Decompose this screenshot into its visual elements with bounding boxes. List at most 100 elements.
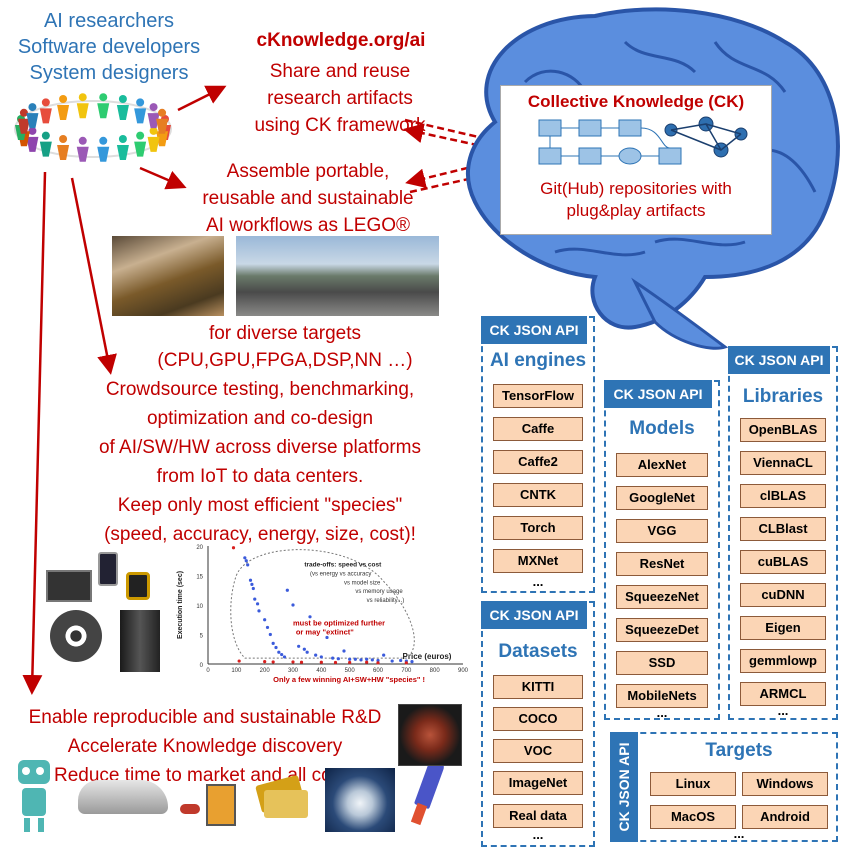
engine-item[interactable]: Caffe2 bbox=[493, 450, 583, 474]
satellite-weather-image bbox=[325, 768, 395, 832]
data-point bbox=[382, 653, 386, 657]
api-header-vertical-label: CK JSON API bbox=[616, 742, 632, 832]
targets-text: for diverse targets (CPU,GPU,FPGA,DSP,NN… bbox=[150, 320, 420, 374]
person-figure-body bbox=[17, 118, 30, 134]
panel-libraries: CK JSON API Libraries OpenBLAS ViennaCL … bbox=[728, 346, 838, 720]
data-point bbox=[376, 661, 380, 665]
model-item[interactable]: GoogleNet bbox=[616, 486, 708, 510]
share-line: research artifacts bbox=[267, 88, 413, 109]
person-figure-body bbox=[147, 136, 160, 152]
data-point bbox=[319, 660, 323, 664]
engine-item[interactable]: CNTK bbox=[493, 483, 583, 507]
library-item[interactable]: ViennaCL bbox=[740, 451, 826, 475]
api-header: CK JSON API bbox=[481, 316, 587, 344]
data-point bbox=[342, 649, 346, 653]
api-header: CK JSON API bbox=[604, 380, 712, 408]
credit-cards-image bbox=[252, 774, 310, 818]
person-figure-head bbox=[78, 136, 87, 145]
target-item[interactable]: Android bbox=[742, 805, 828, 829]
engine-item[interactable]: Torch bbox=[493, 516, 583, 540]
data-point bbox=[302, 647, 306, 651]
ultrasound-image bbox=[398, 704, 462, 766]
server-icon bbox=[120, 610, 160, 672]
people-circle-illustration bbox=[14, 93, 172, 162]
library-item[interactable]: CLBlast bbox=[740, 517, 826, 541]
model-item[interactable]: SqueezeDet bbox=[616, 618, 708, 642]
panel-title: Libraries bbox=[742, 386, 824, 407]
crowd-line: Keep only most efficient "species" bbox=[117, 495, 403, 516]
dataset-item[interactable]: VOC bbox=[493, 739, 583, 763]
dataset-item[interactable]: ImageNet bbox=[493, 771, 583, 795]
target-item[interactable]: MacOS bbox=[650, 805, 736, 829]
model-item[interactable]: VGG bbox=[616, 519, 708, 543]
arrow-to-enable bbox=[22, 171, 47, 695]
person-figure-body bbox=[39, 141, 52, 157]
workflow-diagram bbox=[538, 116, 748, 165]
engine-item[interactable]: TensorFlow bbox=[493, 384, 583, 408]
model-item[interactable]: MobileNets bbox=[616, 684, 708, 708]
data-point bbox=[404, 661, 408, 665]
data-point bbox=[244, 559, 248, 563]
data-point bbox=[231, 546, 236, 550]
enable-line: Accelerate Knowledge discovery bbox=[67, 736, 343, 757]
more-indicator: ... bbox=[733, 826, 745, 841]
y-tick-label: 20 bbox=[196, 545, 203, 551]
library-item[interactable]: Eigen bbox=[740, 616, 826, 640]
annotation: Only a few winning AI+SW+HW "species" ! bbox=[273, 675, 425, 684]
data-point bbox=[250, 582, 254, 586]
data-point bbox=[248, 578, 253, 582]
data-point bbox=[376, 658, 380, 663]
x-tick-label: 100 bbox=[231, 668, 242, 674]
library-item[interactable]: cuDNN bbox=[740, 583, 826, 607]
model-item[interactable]: SSD bbox=[616, 651, 708, 675]
person-figure-body bbox=[147, 113, 160, 129]
data-point bbox=[291, 660, 295, 664]
person-figure-head bbox=[118, 135, 127, 144]
person-figure-body bbox=[26, 136, 39, 152]
panel-ai-engines: CK JSON API AI engines TensorFlow Caffe … bbox=[481, 316, 595, 593]
target-item[interactable]: Linux bbox=[650, 772, 736, 796]
ck-subtitle-line: Git(Hub) repositories with bbox=[540, 179, 732, 198]
target-item[interactable]: Windows bbox=[742, 772, 828, 796]
y-tick-label: 5 bbox=[200, 634, 204, 640]
data-point bbox=[348, 657, 352, 661]
data-point bbox=[390, 659, 394, 663]
model-item[interactable]: SqueezeNet bbox=[616, 585, 708, 609]
library-item[interactable]: ARMCL bbox=[740, 682, 826, 706]
library-item[interactable]: OpenBLAS bbox=[740, 418, 826, 442]
person-figure-head bbox=[19, 108, 28, 117]
dataset-item[interactable]: Real data bbox=[493, 804, 583, 828]
more-indicator: ... bbox=[532, 827, 544, 842]
dataset-item[interactable]: COCO bbox=[493, 707, 583, 731]
person-figure-head bbox=[41, 98, 50, 107]
device-images bbox=[46, 548, 176, 676]
data-point bbox=[253, 597, 257, 601]
x-tick-label: 600 bbox=[373, 668, 384, 674]
audience-line: System designers bbox=[29, 62, 189, 84]
person-figure-body bbox=[39, 108, 52, 124]
assemble-line: Assemble portable, bbox=[226, 161, 390, 182]
engine-item[interactable]: Caffe bbox=[493, 417, 583, 441]
engine-item[interactable]: MXNet bbox=[493, 549, 583, 573]
ck-link[interactable]: cKnowledge.org/ai bbox=[256, 30, 426, 51]
data-point bbox=[268, 632, 272, 637]
laptop-icon bbox=[46, 570, 92, 602]
watch-icon bbox=[126, 572, 150, 600]
audience-line: AI researchers bbox=[43, 10, 175, 32]
person-figure-head bbox=[136, 131, 145, 140]
library-item[interactable]: cuBLAS bbox=[740, 550, 826, 574]
data-point bbox=[365, 657, 369, 661]
model-item[interactable]: AlexNet bbox=[616, 453, 708, 477]
dataset-item[interactable]: KITTI bbox=[493, 675, 583, 699]
crowd-line: of AI/SW/HW across diverse platforms bbox=[98, 437, 422, 458]
model-item[interactable]: ResNet bbox=[616, 552, 708, 576]
data-point bbox=[263, 618, 267, 622]
bottom-images bbox=[0, 756, 460, 846]
targets-line: for diverse targets bbox=[208, 323, 362, 344]
crowd-line: optimization and co-design bbox=[146, 408, 374, 429]
library-item[interactable]: gemmlowp bbox=[740, 649, 826, 673]
x-tick-label: 900 bbox=[458, 668, 469, 674]
data-point bbox=[299, 660, 304, 664]
library-item[interactable]: clBLAS bbox=[740, 484, 826, 508]
